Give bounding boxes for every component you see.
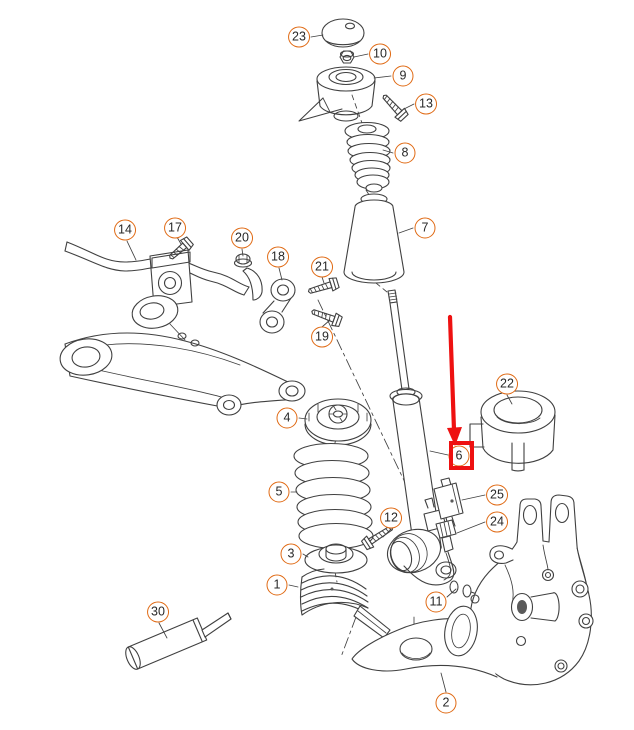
callout-10[interactable]: 10 xyxy=(369,43,391,65)
dust-cover-drawing xyxy=(343,193,405,284)
mount-bolt-drawing xyxy=(382,94,409,122)
damper-actuator-drawing xyxy=(386,494,457,579)
callout-5[interactable]: 5 xyxy=(268,481,290,503)
callout-24[interactable]: 24 xyxy=(486,511,508,533)
clamp-bolt-drawing xyxy=(169,236,194,260)
wheel-carrier-drawing xyxy=(351,494,594,686)
highlight-arrow xyxy=(447,314,462,446)
callout-19[interactable]: 19 xyxy=(311,326,333,348)
grease-tube-drawing xyxy=(125,612,232,670)
spring-upper-seat-drawing xyxy=(304,398,372,446)
callout-7[interactable]: 7 xyxy=(414,217,436,239)
bushing-drawing xyxy=(469,390,556,472)
callout-20[interactable]: 20 xyxy=(231,227,253,249)
callout-18[interactable]: 18 xyxy=(267,246,289,268)
cap-drawing xyxy=(321,18,365,48)
link-bolt-lower-drawing xyxy=(311,309,343,327)
callout-30[interactable]: 30 xyxy=(147,601,169,623)
callout-14[interactable]: 14 xyxy=(114,219,136,241)
callout-1[interactable]: 1 xyxy=(266,574,288,596)
callout-2[interactable]: 2 xyxy=(435,692,457,714)
bump-stop-drawing xyxy=(344,121,391,193)
callout-23[interactable]: 23 xyxy=(288,26,310,48)
strut-nut-drawing xyxy=(339,50,355,64)
callout-25[interactable]: 25 xyxy=(486,484,508,506)
callout-9[interactable]: 9 xyxy=(392,65,414,87)
callout-21[interactable]: 21 xyxy=(311,256,333,278)
callout-8[interactable]: 8 xyxy=(394,142,416,164)
callout-22[interactable]: 22 xyxy=(496,373,518,395)
callout-11[interactable]: 11 xyxy=(425,591,447,613)
connector-drawing xyxy=(433,477,464,529)
control-arm-drawing xyxy=(59,295,306,416)
spring-bolt-drawing xyxy=(361,525,393,551)
highlight-box xyxy=(449,441,474,470)
stabilizer-link-drawing xyxy=(259,278,296,334)
callout-3[interactable]: 3 xyxy=(280,543,302,565)
stabilizer-bar-drawing xyxy=(64,241,263,308)
link-bolt-upper-drawing xyxy=(307,277,340,294)
callout-4[interactable]: 4 xyxy=(276,407,298,429)
callout-13[interactable]: 13 xyxy=(415,93,437,115)
strut-mount-drawing xyxy=(298,66,376,122)
sensor-drawing xyxy=(403,519,457,586)
callout-12[interactable]: 12 xyxy=(380,507,402,529)
callout-17[interactable]: 17 xyxy=(164,217,186,239)
spring-lower-pad-drawing xyxy=(304,543,368,574)
leader-lines xyxy=(126,34,513,693)
